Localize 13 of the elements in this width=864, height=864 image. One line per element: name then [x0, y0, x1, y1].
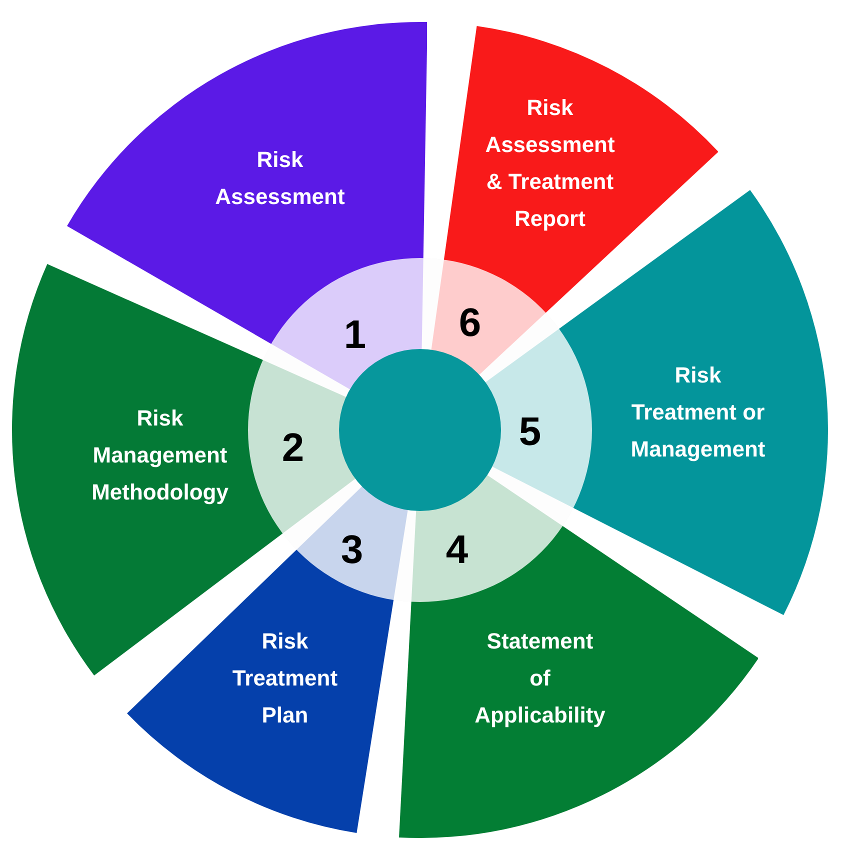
segment-label: Risk Treatment or Management: [630, 361, 766, 464]
step-number: 3: [340, 530, 364, 570]
segment-label: Risk Management Methodology: [92, 404, 228, 506]
segment-label: Risk Treatment Plan: [232, 628, 338, 730]
center-circle: [339, 349, 501, 511]
step-number: 4: [446, 530, 468, 570]
segment-label: Statement of Applicability: [474, 628, 606, 730]
step-number: 1: [344, 315, 366, 355]
step-number: 6: [458, 303, 482, 343]
step-number: 5: [518, 412, 542, 452]
segment-label: Risk Assessment: [215, 146, 345, 211]
step-number: 2: [282, 428, 304, 468]
segment-label: Risk Assessment & Treatment Report: [485, 94, 615, 233]
